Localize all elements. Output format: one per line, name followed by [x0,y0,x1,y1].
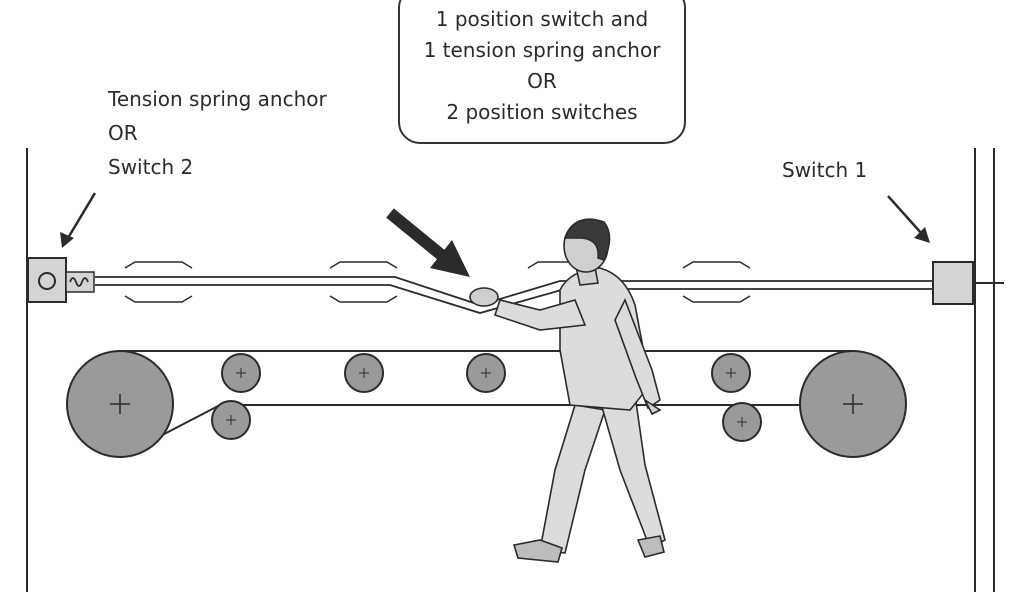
callout-line-2: 1 tension spring anchor [423,38,661,62]
callout-line-4: 2 position switches [446,100,638,124]
callout-line-1: 1 position switch and [435,7,649,31]
idler-roller [221,353,261,393]
switch-1-label: Switch 1 [782,158,868,182]
idler-roller [466,353,506,393]
left-drum [66,350,174,458]
left-label-line-1: Tension spring anchor [108,87,327,111]
idler-roller [344,353,384,393]
callout-line-3: OR [527,69,557,93]
left-label-line-2: OR [108,121,138,145]
pull-direction-arrow [386,208,470,277]
callout-box: 1 position switch and 1 tension spring a… [398,0,686,144]
switch-1-box [932,261,1004,305]
left-label-arrow [60,192,97,248]
tension-spring-anchor [27,257,95,303]
left-label-line-3: Switch 2 [108,155,194,179]
right-label-arrow [887,195,930,243]
return-roller [722,402,762,442]
idler-roller [711,353,751,393]
worker-figure [469,218,666,563]
right-drum [799,350,907,458]
return-roller [211,400,251,440]
